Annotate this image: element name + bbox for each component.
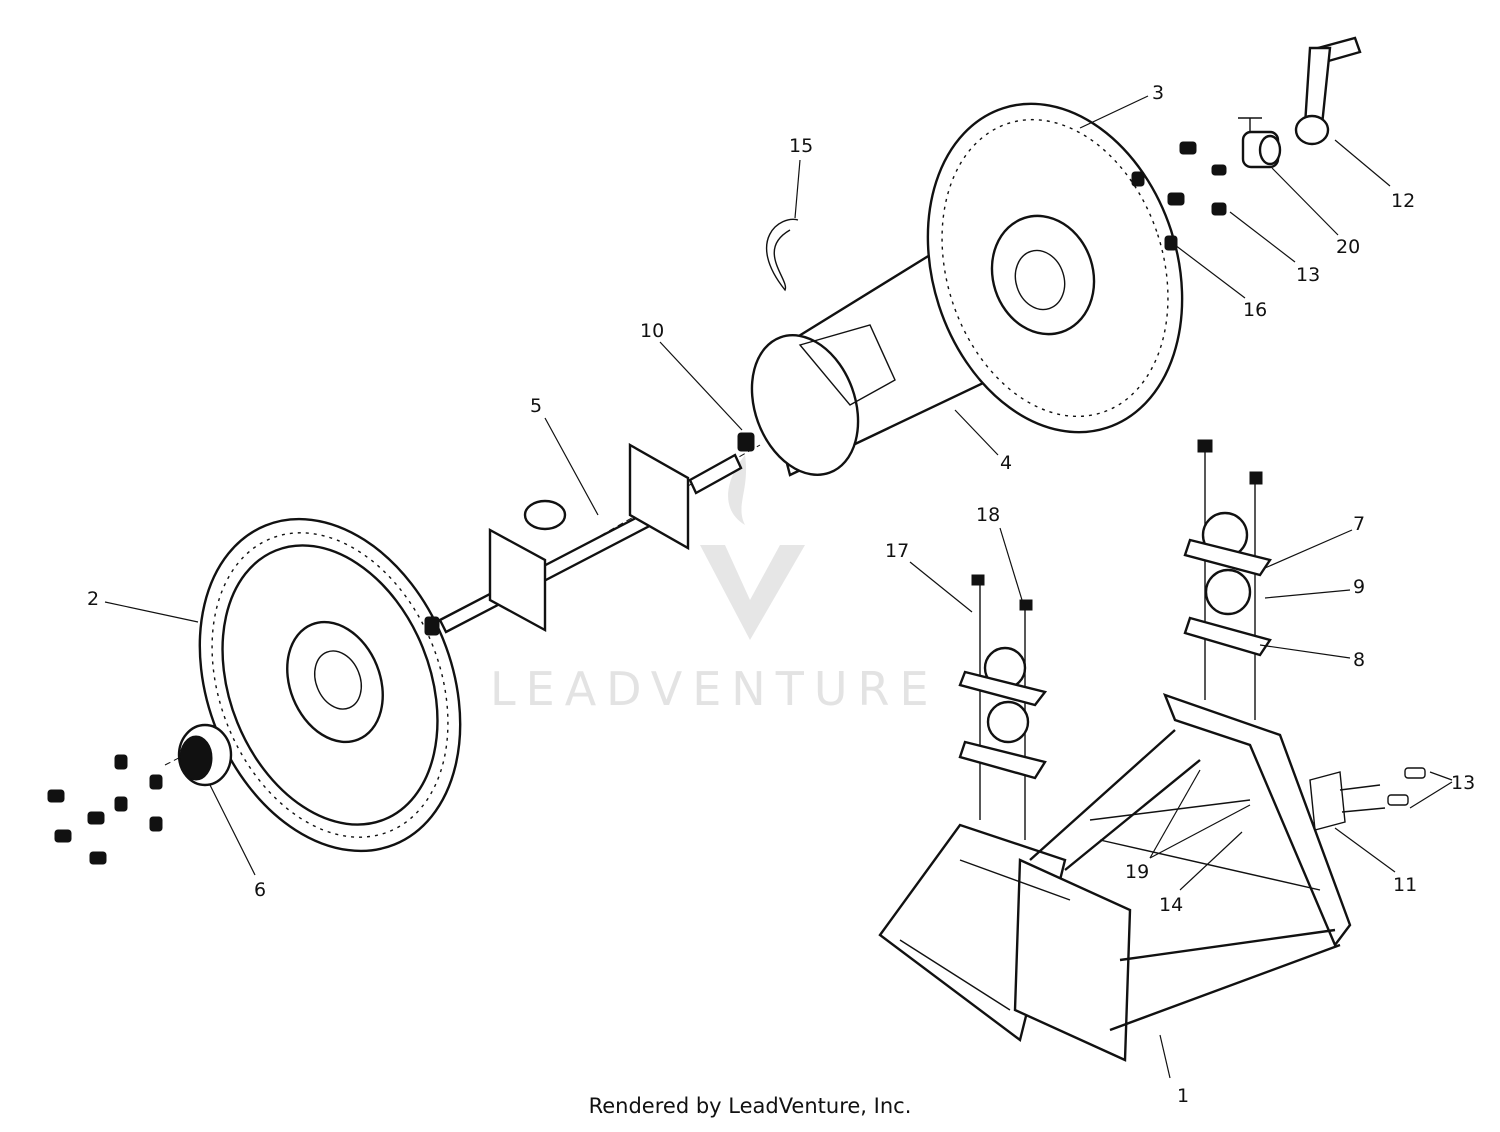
callout-19: 19	[1125, 861, 1149, 883]
rendered-by-credit: Rendered by LeadVenture, Inc.	[588, 1094, 912, 1118]
callout-12: 12	[1391, 190, 1415, 212]
callout-13-reel: 13	[1296, 264, 1320, 286]
leader-lines	[104, 95, 1453, 1079]
callout-20: 20	[1336, 236, 1360, 258]
callout-8: 8	[1353, 649, 1365, 671]
watermark: LEADVENTURE	[490, 455, 939, 716]
crank-handle	[1294, 36, 1362, 146]
callout-1: 1	[1177, 1085, 1189, 1107]
callout-4: 4	[1000, 452, 1012, 474]
callout-17: 17	[885, 540, 909, 562]
loose-hardware-left	[47, 754, 163, 865]
watermark-text: LEADVENTURE	[490, 662, 939, 716]
bushing	[737, 432, 755, 452]
callout-14: 14	[1159, 894, 1183, 916]
reel-knob	[177, 723, 233, 787]
callout-10: 10	[640, 320, 664, 342]
callout-9: 9	[1353, 576, 1365, 598]
callout-6: 6	[254, 879, 266, 901]
loose-hardware-right	[1131, 141, 1227, 251]
callout-11: 11	[1393, 874, 1417, 896]
hose-guide-clip	[765, 218, 799, 292]
callout-13-frame: 13	[1451, 772, 1475, 794]
callout-15: 15	[789, 135, 813, 157]
swivel-valve	[1238, 117, 1282, 169]
callout-7: 7	[1353, 513, 1365, 535]
reel-stand-frame	[878, 693, 1352, 1062]
callout-18: 18	[976, 504, 1000, 526]
stand-clamps-right	[1183, 439, 1272, 720]
callout-16: 16	[1243, 299, 1267, 321]
left-reel-flange	[198, 517, 462, 853]
callout-2: 2	[87, 588, 99, 610]
callout-labels: 1 2 3 4 5 6 7 8 9 10 11 12 13 13 14 15 1…	[87, 82, 1475, 1107]
callout-5: 5	[530, 395, 542, 417]
right-reel-flange	[926, 102, 1184, 434]
reel-shaft-assembly	[424, 442, 743, 636]
hose-inlet-bracket	[1309, 767, 1426, 831]
stand-clamps-left	[958, 574, 1048, 840]
callout-3: 3	[1152, 82, 1164, 104]
